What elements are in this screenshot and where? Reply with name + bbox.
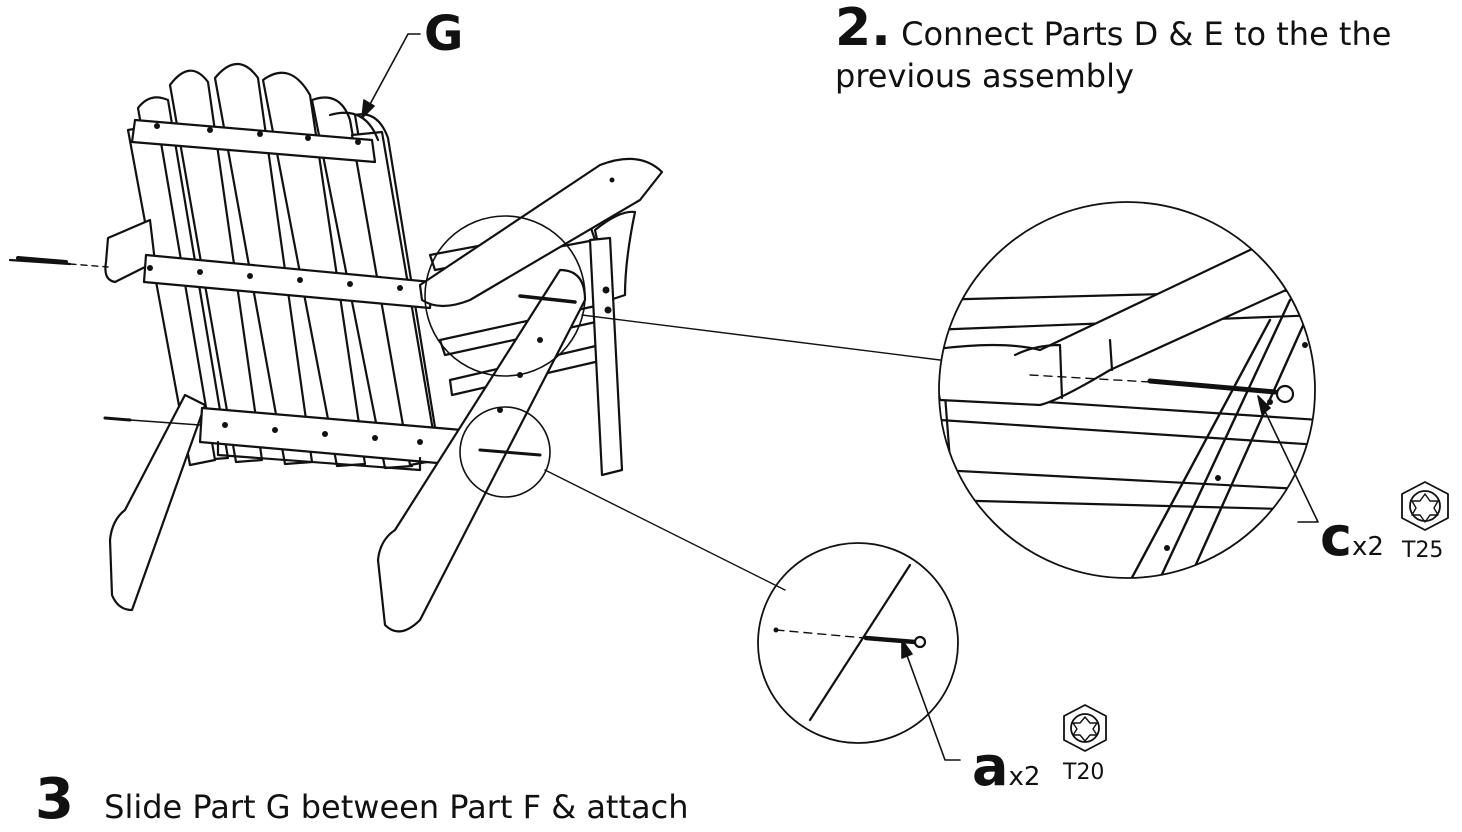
label-leaders (361, 33, 1319, 761)
fastener-a-qty: x2 (1008, 762, 1041, 792)
torx-icon (1401, 481, 1449, 531)
step-3-text: Slide Part G between Part F & attach (104, 788, 689, 826)
screw-holes (147, 123, 615, 445)
fastener-c-label: cx2 (1320, 510, 1384, 564)
left-front-leg (108, 393, 207, 612)
top-crossbar (130, 118, 377, 164)
loose-screws (8, 256, 577, 457)
fastener-a-letter: a (972, 735, 1009, 798)
fastener-c-drive: T25 (1402, 538, 1444, 563)
fastener-a-drive: T20 (1063, 760, 1105, 785)
fastener-c-qty: x2 (1352, 532, 1384, 562)
fastener-a-label: ax2 (972, 740, 1040, 794)
zoom-detail-a (757, 542, 959, 744)
left-arm (104, 218, 157, 284)
part-label-g: G (424, 6, 464, 62)
right-arm (418, 157, 664, 308)
middle-crossbar (142, 253, 434, 310)
right-front-post (588, 236, 624, 477)
fastener-c-letter: c (1320, 505, 1353, 568)
step-3-instruction: 3 Slide Part G between Part F & attach (35, 772, 689, 828)
torx-icon (1063, 704, 1107, 752)
zoom-detail-c (938, 201, 1316, 579)
step-2-line1: Connect Parts D & E to the the (901, 15, 1392, 53)
step-3-number: 3 (35, 767, 74, 832)
detail-circle-lower (459, 406, 551, 498)
detail-circle-upper (424, 215, 586, 377)
step-2-instruction: 2. Connect Parts D & E to the the (835, 2, 1391, 54)
step-2-number: 2. (835, 0, 891, 58)
step-2-line2: previous assembly (835, 57, 1134, 95)
